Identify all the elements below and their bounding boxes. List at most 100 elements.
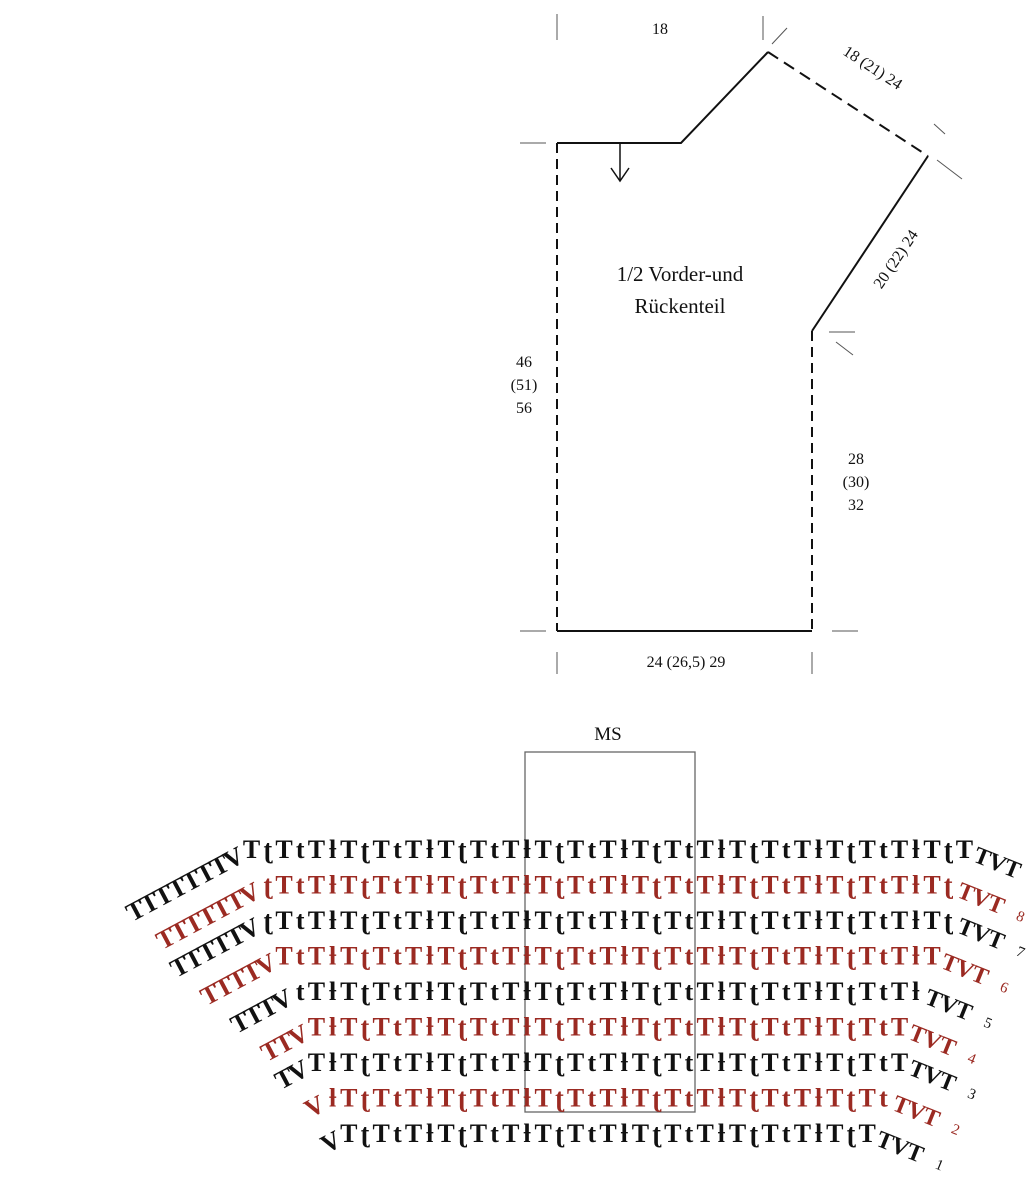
stitch-symbol: ƚ [329, 977, 337, 1006]
stitch-symbol: t [782, 871, 791, 900]
stitch-symbol: ʈ [458, 1084, 468, 1113]
stitch-symbol: T [405, 1119, 422, 1148]
stitch-symbol: ʈ [555, 1013, 565, 1042]
stitch-symbol: T [794, 835, 811, 864]
stitch-symbol: ʈ [652, 906, 662, 935]
row-number-4: 4 [965, 1050, 978, 1068]
stitch-symbol: ʈ [749, 1084, 759, 1113]
stitch-symbol: T [373, 1048, 390, 1077]
stitch-symbol: T [664, 906, 681, 935]
stitch-symbol: T [761, 871, 778, 900]
stitch-symbol: ʈ [458, 977, 468, 1006]
stitch-symbol: T [470, 942, 487, 971]
stitch-symbol: t [393, 835, 402, 864]
length-label-3: 56 [516, 400, 532, 417]
stitch-symbol: ʈ [555, 835, 565, 864]
stitch-symbol: T [567, 906, 584, 935]
stitch-symbol: ƚ [621, 977, 629, 1006]
stitch-symbol: T [697, 835, 714, 864]
stitch-symbol: ʈ [847, 1048, 857, 1077]
stitch-symbol: t [685, 977, 694, 1006]
stitch-symbol: ƚ [815, 871, 823, 900]
stitch-symbol: ƚ [912, 977, 920, 1006]
stitch-symbol: t [685, 1119, 694, 1148]
row-number-2: 2 [949, 1121, 962, 1139]
stitch-symbol: T [599, 1048, 616, 1077]
stitch-symbol: ƚ [426, 1013, 434, 1042]
stitch-symbol: T [243, 835, 260, 864]
stitch-symbol: ƚ [718, 906, 726, 935]
side-label-3: 32 [848, 497, 864, 514]
stitch-symbol: ƚ [718, 942, 726, 971]
stitch-symbol: T [599, 1119, 616, 1148]
stitch-symbol: ƚ [815, 942, 823, 971]
stitch-symbol: V [300, 1089, 330, 1124]
stitch-symbol: ƚ [718, 1084, 726, 1113]
stitch-symbol: ʈ [652, 1048, 662, 1077]
row-number-7: 7 [1014, 944, 1026, 962]
ms-label: MS [594, 724, 621, 745]
stitch-symbol: t [393, 906, 402, 935]
stitch-symbol: t [587, 871, 596, 900]
stitch-symbol: T [729, 906, 746, 935]
stitch-symbol: ʈ [555, 1119, 565, 1148]
stitch-symbol: ʈ [749, 871, 759, 900]
stitch-symbol: T [826, 1119, 843, 1148]
stitch-symbol: ƚ [912, 906, 920, 935]
stitch-symbol: t [393, 942, 402, 971]
pattern-repeat-box [524, 751, 696, 1113]
stitch-symbol: ʈ [361, 835, 371, 864]
stitch-symbol: ƚ [523, 1048, 531, 1077]
stitch-symbol: T [859, 835, 876, 864]
stitch-symbol: T [340, 906, 357, 935]
stitch-symbol: ƚ [815, 1013, 823, 1042]
stitch-symbol: T [535, 871, 552, 900]
stitch-symbol: T [891, 942, 908, 971]
stitch-symbol: T [664, 1119, 681, 1148]
stitch-symbol: ƚ [329, 906, 337, 935]
stitch-symbol: T [567, 1119, 584, 1148]
stitch-symbol: T [373, 1013, 390, 1042]
stitch-symbol: T [308, 835, 325, 864]
stitch-symbol: T [826, 906, 843, 935]
stitch-symbol: T [632, 871, 649, 900]
stitch-symbol: ʈ [361, 1048, 371, 1077]
length-label-2: (51) [511, 377, 538, 394]
stitch-symbol: T [826, 835, 843, 864]
stitch-symbol: ʈ [847, 1119, 857, 1148]
stitch-symbol: t [879, 1084, 888, 1113]
stitch-symbol: ƚ [815, 1048, 823, 1077]
stitch-symbol: T [405, 942, 422, 971]
stitch-symbol: T [535, 1084, 552, 1113]
stitch-symbol: T [923, 906, 940, 935]
stitch-symbol: T [308, 977, 325, 1006]
stitch-symbol: T [340, 977, 357, 1006]
stitch-symbol: T [437, 871, 454, 900]
stitch-symbol: t [879, 1048, 888, 1077]
stitch-symbol: ƚ [329, 1048, 337, 1077]
stitch-symbol: ƚ [621, 906, 629, 935]
stitch-symbol: T [761, 942, 778, 971]
stitch-symbol: T [405, 977, 422, 1006]
stitch-symbol: T [502, 1084, 519, 1113]
stitch-symbol: T [729, 1084, 746, 1113]
stitch-symbol: T [664, 1048, 681, 1077]
stitch-symbol: ƚ [718, 1119, 726, 1148]
stitch-symbol: ƚ [329, 1084, 337, 1113]
stitch-symbol: ƚ [815, 1119, 823, 1148]
stitch-symbol: ʈ [555, 1048, 565, 1077]
stitch-symbol: ƚ [426, 906, 434, 935]
stitch-symbol: T [794, 942, 811, 971]
stitch-symbol: t [685, 835, 694, 864]
stitch-symbol: T [567, 1013, 584, 1042]
stitch-symbol: T [405, 835, 422, 864]
stitch-symbol: ʈ [847, 871, 857, 900]
stitch-symbol: ƚ [426, 1084, 434, 1113]
stitch-symbol: T [373, 1084, 390, 1113]
stitch-symbol: t [490, 1013, 499, 1042]
stitch-symbol: T [373, 871, 390, 900]
stitch-symbol: T [470, 1084, 487, 1113]
